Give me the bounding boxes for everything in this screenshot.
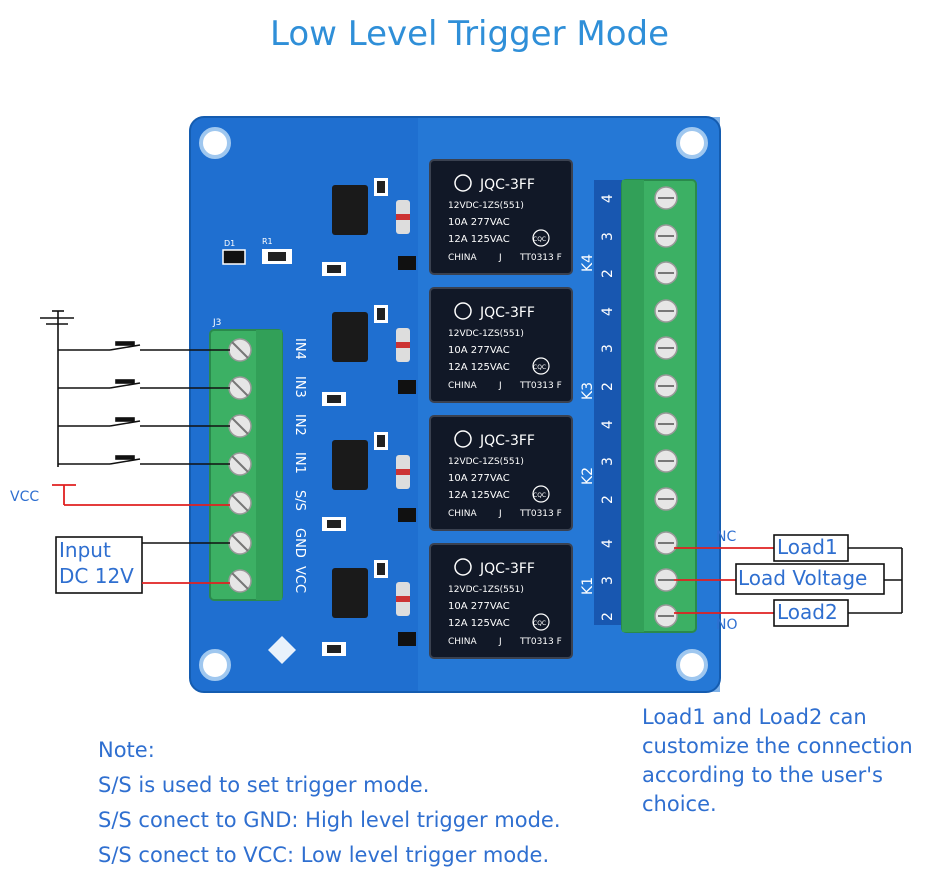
channel-components (322, 178, 416, 656)
nc-label: NC (716, 529, 737, 545)
relay-k2 (429, 415, 573, 531)
note-line2: S/S conect to GND: High level trigger mo… (98, 808, 561, 832)
relay-rating-1: 10A 277VAC (448, 473, 510, 484)
page-title: Low Level Trigger Mode (269, 14, 670, 54)
relay-text-k3: JQC-3FF 12VDC-1ZS(551) 10A 277VAC 12A 12… (448, 302, 562, 391)
pin-num: 3 (600, 457, 616, 466)
relay-model: 12VDC-1ZS(551) (448, 201, 524, 211)
pin-label-gnd: GND (292, 528, 307, 558)
relay-origin: CHINA (448, 509, 477, 519)
relay-origin: CHINA (448, 381, 477, 391)
relay-batch: TT0313 F (519, 381, 562, 391)
load2-label: Load2 (777, 600, 838, 624)
input-switch-wiring (40, 310, 230, 467)
relay-brand: JQC-3FF (479, 177, 535, 193)
relay-cert: CQC (533, 620, 546, 627)
relay-cert: CQC (533, 236, 546, 243)
trigger-note: Note: S/S is used to set trigger mode. S… (98, 733, 561, 873)
input-box-label: Input DC 12V (59, 537, 134, 589)
pin-num: 4 (600, 307, 616, 316)
pin-num: 4 (600, 420, 616, 429)
input-label-line1: Input (59, 538, 111, 562)
relay-k1 (429, 543, 573, 659)
relay-rating-2: 12A 125VAC (448, 618, 510, 629)
note-line3: S/S conect to VCC: Low level trigger mod… (98, 843, 550, 867)
relay-origin-mark: J (498, 637, 502, 647)
output-terminal-screws (654, 186, 678, 628)
relay-cert: CQC (533, 492, 546, 499)
load1-label: Load1 (777, 535, 838, 559)
vcc-label: VCC (10, 489, 40, 505)
relay-brand: JQC-3FF (479, 305, 535, 321)
relay-origin-mark: J (498, 509, 502, 519)
relay-k4 (429, 159, 573, 275)
relay-model: 12VDC-1ZS(551) (448, 329, 524, 339)
pin-label-in2: IN2 (292, 414, 307, 436)
pin-label-in1: IN1 (292, 452, 307, 474)
relay-rating-2: 12A 125VAC (448, 362, 510, 373)
pin-num: 4 (600, 194, 616, 203)
relay-rating-1: 10A 277VAC (448, 345, 510, 356)
relay-brand: JQC-3FF (479, 561, 535, 577)
relay-text-k4: JQC-3FF 12VDC-1ZS(551) 10A 277VAC 12A 12… (448, 174, 562, 263)
input-terminal-screws (228, 338, 252, 593)
relay-batch: TT0313 F (519, 253, 562, 263)
custom-connection-note: Load1 and Load2 can customize the connec… (642, 703, 913, 819)
pin-num: 2 (600, 269, 616, 278)
pin-label-ss: S/S (292, 490, 307, 511)
pin-label-in4: IN4 (292, 338, 307, 360)
pin-label-in3: IN3 (292, 376, 307, 398)
note-line1: S/S is used to set trigger mode. (98, 773, 430, 797)
pin-strip (594, 180, 622, 625)
pin-num: 2 (600, 612, 616, 621)
pin-num: 3 (600, 576, 616, 585)
d1-label: D1 (224, 239, 235, 248)
relay-k1-label: K1 (580, 577, 596, 595)
relay-origin-mark: J (498, 381, 502, 391)
load-wiring (674, 534, 903, 627)
custom-note-line4: choice. (642, 792, 717, 816)
custom-note-line1: Load1 and Load2 can (642, 705, 867, 729)
relay-rating-1: 10A 277VAC (448, 217, 510, 228)
pin-num: 3 (600, 344, 616, 353)
output-terminal-block (621, 179, 697, 633)
pin-num: 2 (600, 382, 616, 391)
relay-origin: CHINA (448, 253, 477, 263)
relay-text-k2: JQC-3FF 12VDC-1ZS(551) 10A 277VAC 12A 12… (448, 430, 562, 519)
pin-label-vcc: VCC (292, 566, 307, 593)
pin-num: 3 (600, 232, 616, 241)
relay-brand: JQC-3FF (479, 433, 535, 449)
no-label: NO (716, 617, 738, 633)
pin-num: 2 (600, 495, 616, 504)
custom-note-line2: customize the connection (642, 734, 913, 758)
vcc-wiring (52, 484, 230, 506)
input-box-wiring (55, 536, 230, 594)
load-voltage-label: Load Voltage (738, 566, 868, 590)
relay-origin: CHINA (448, 637, 477, 647)
relay-model: 12VDC-1ZS(551) (448, 585, 524, 595)
r1-label: R1 (262, 237, 273, 246)
relay-k3 (429, 287, 573, 403)
relay-k3-label: K3 (580, 382, 596, 400)
custom-note-line3: according to the user's (642, 763, 883, 787)
relay-text-k1: JQC-3FF 12VDC-1ZS(551) 10A 277VAC 12A 12… (448, 558, 562, 647)
j3-label: J3 (212, 318, 221, 328)
relay-rating-1: 10A 277VAC (448, 601, 510, 612)
relay-k2-label: K2 (580, 467, 596, 485)
relay-model: 12VDC-1ZS(551) (448, 457, 524, 467)
pin-num: 4 (600, 539, 616, 548)
relay-batch: TT0313 F (519, 509, 562, 519)
relay-origin-mark: J (498, 253, 502, 263)
relay-cert: CQC (533, 364, 546, 371)
input-label-line2: DC 12V (59, 564, 134, 588)
note-heading: Note: (98, 738, 155, 762)
relay-k4-label: K4 (580, 254, 596, 272)
relay-batch: TT0313 F (519, 637, 562, 647)
relay-rating-2: 12A 125VAC (448, 490, 510, 501)
relay-rating-2: 12A 125VAC (448, 234, 510, 245)
